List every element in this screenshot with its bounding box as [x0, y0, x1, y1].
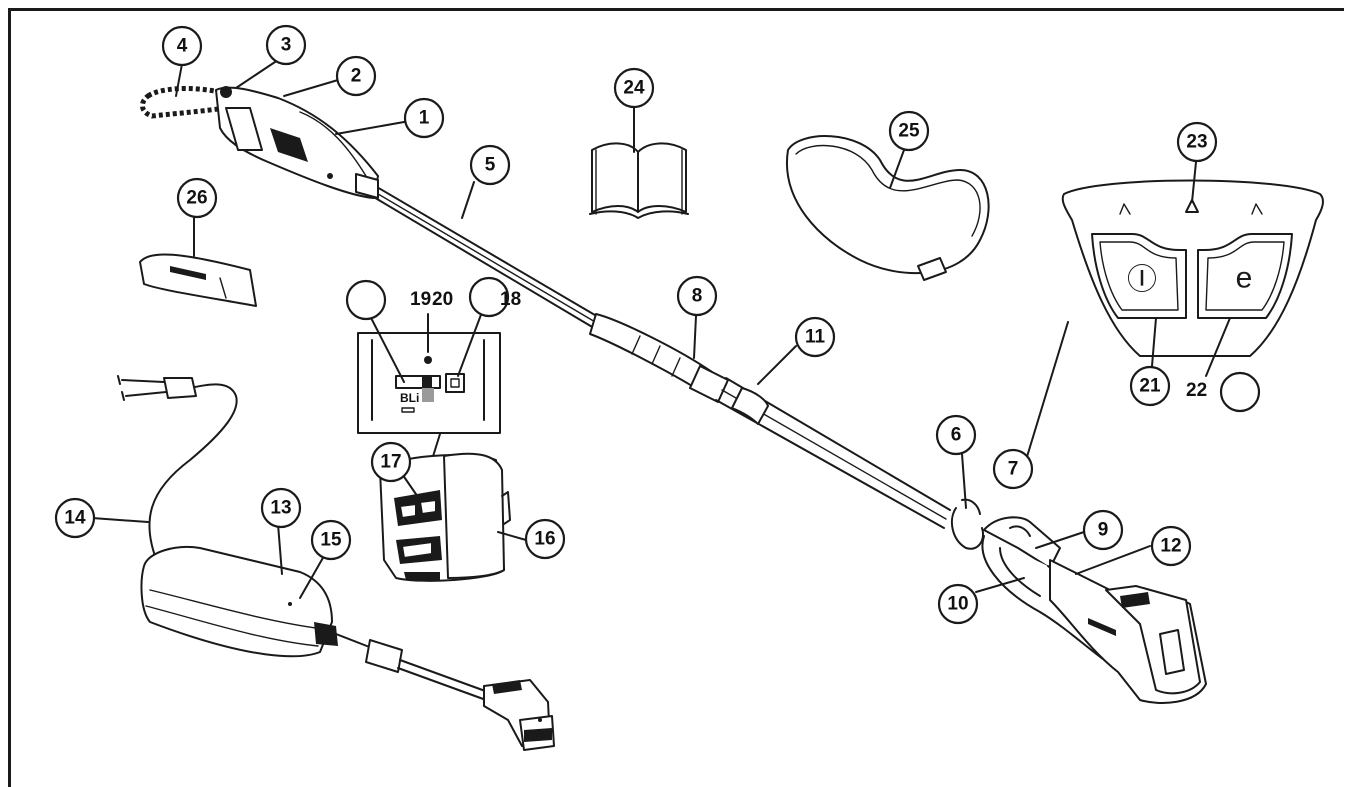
callout-26: 26	[176, 177, 218, 219]
svg-text:13: 13	[270, 498, 291, 519]
svg-text:11: 11	[805, 327, 826, 348]
callout-13: 13	[260, 487, 302, 529]
svg-text:6: 6	[951, 425, 962, 446]
rear-handle	[981, 516, 1207, 704]
svg-text:5: 5	[485, 155, 496, 176]
battery-brand-label: BLi	[400, 391, 419, 405]
manual-book-icon	[589, 142, 689, 219]
svg-text:1: 1	[419, 108, 430, 129]
keypad-panel: Ⓘ e	[1061, 179, 1324, 357]
svg-text:24: 24	[623, 78, 645, 99]
callout-10: 10	[937, 583, 979, 625]
svg-text:21: 21	[1139, 376, 1161, 397]
callout-15: 15	[310, 519, 352, 561]
eco-button-glyph: e	[1236, 262, 1253, 295]
saw-head	[140, 86, 379, 199]
charger	[117, 375, 555, 751]
battery-pack	[379, 452, 511, 582]
callout-1: 1	[403, 97, 445, 139]
svg-text:10: 10	[947, 594, 968, 615]
empty-callout-circle	[345, 279, 387, 321]
shoulder-strap	[785, 135, 990, 281]
callouts: 4 3 2 1 5 26 24 25 23 8 11 6 7 9 12 10 2…	[54, 24, 1261, 625]
callout-14: 14	[54, 497, 96, 539]
label-20: 20	[432, 289, 453, 310]
svg-text:25: 25	[898, 121, 920, 142]
callout-3: 3	[265, 24, 307, 66]
svg-text:2: 2	[351, 66, 362, 87]
callout-8: 8	[676, 275, 718, 317]
svg-text:23: 23	[1186, 132, 1207, 153]
callout-17: 17	[370, 441, 412, 483]
label-19: 19	[410, 289, 431, 310]
callout-11: 11	[794, 316, 836, 358]
callout-9: 9	[1082, 509, 1124, 551]
svg-text:4: 4	[177, 36, 188, 57]
diagram-frame	[8, 8, 1344, 787]
callout-24: 24	[613, 67, 655, 109]
bar-cover	[139, 253, 257, 307]
callout-6: 6	[935, 414, 977, 456]
callout-12: 12	[1150, 525, 1192, 567]
svg-text:26: 26	[186, 188, 207, 209]
empty-callout-circle	[468, 276, 510, 318]
callout-7: 7	[992, 448, 1034, 490]
callout-21: 21	[1129, 365, 1171, 407]
svg-text:7: 7	[1008, 459, 1019, 480]
label-22: 22	[1186, 380, 1207, 401]
svg-text:14: 14	[64, 508, 86, 529]
callout-5: 5	[469, 144, 511, 186]
svg-text:3: 3	[281, 35, 292, 56]
svg-text:8: 8	[692, 286, 703, 307]
pole-shaft	[364, 179, 984, 550]
label-18: 18	[500, 289, 521, 310]
callout-16: 16	[524, 518, 566, 560]
svg-text:12: 12	[1160, 536, 1181, 557]
callout-23: 23	[1176, 121, 1218, 163]
svg-text:17: 17	[380, 452, 401, 473]
svg-text:16: 16	[534, 529, 555, 550]
callout-4: 4	[161, 25, 203, 67]
leader-lines	[91, 59, 1231, 599]
svg-text:9: 9	[1098, 520, 1109, 541]
svg-text:15: 15	[320, 530, 342, 551]
callout-25: 25	[888, 110, 930, 152]
empty-callout-circle	[1219, 371, 1261, 413]
power-button-glyph: Ⓘ	[1127, 264, 1157, 297]
callout-2: 2	[335, 55, 377, 97]
